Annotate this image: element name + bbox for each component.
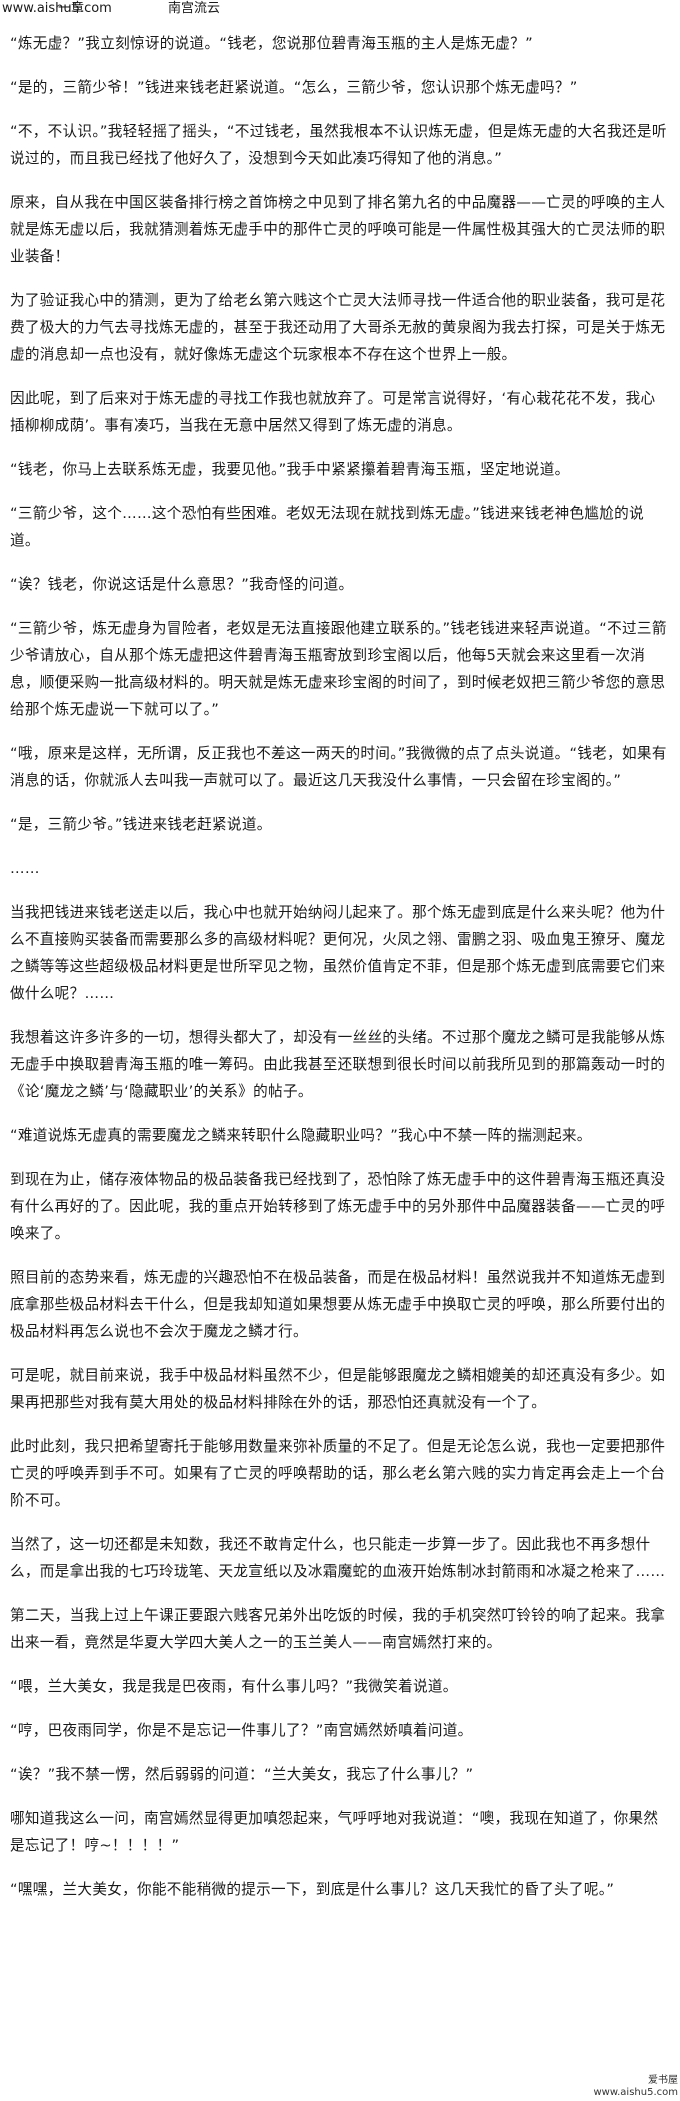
chapter-title: 一章 bbox=[58, 1, 85, 16]
paragraph: 我想着这许多许多的一切，想得头都大了，却没有一丝丝的头绪。不过那个魔龙之鳞可是我… bbox=[10, 1029, 666, 1100]
watermark-logo: 爱书屋 www.aishu5.com bbox=[594, 2075, 679, 2099]
paragraph: “哦，原来是这样，无所谓，反正我也不差这一两天的时间。”我微微的点了点头说道。“… bbox=[10, 745, 667, 789]
paragraph: 第二天，当我上过上午课正要跟六贱客兄弟外出吃饭的时候，我的手机突然叮铃铃的响了起… bbox=[10, 1607, 666, 1651]
watermark-url: www.aishu5.com bbox=[593, 2087, 679, 2098]
paragraph: “诶？钱老，你说这话是什么意思？”我奇怪的问道。 bbox=[10, 576, 354, 593]
paragraph: “三箭少爷，这个……这个恐怕有些困难。老奴无法现在就找到炼无虚。”钱进来钱老神色… bbox=[10, 505, 644, 549]
paragraph: “难道说炼无虚真的需要魔龙之鳞来转职什么隐藏职业吗？”我心中不禁一阵的揣测起来。 bbox=[10, 1127, 592, 1144]
paragraph: 原来，自从我在中国区装备排行榜之首饰榜之中见到了排名第九名的中品魔器——亡灵的呼… bbox=[10, 194, 666, 265]
paragraph: 当然了，这一切还都是未知数，我还不敢肯定什么，也只能走一步算一步了。因此我也不再… bbox=[10, 1536, 666, 1580]
paragraph: 哪知道我这么一问，南宫嫣然显得更加嗔怨起来，气呼呼地对我说道：“噢，我现在知道了… bbox=[10, 1810, 659, 1854]
paragraph: “三箭少爷，炼无虚身为冒险者，老奴是无法直接跟他建立联系的。”钱老钱进来轻声说道… bbox=[10, 620, 667, 718]
paragraph: “是的，三箭少爷！”钱进来钱老赶紧说道。“怎么，三箭少爷，您认识那个炼无虚吗？” bbox=[10, 79, 578, 96]
page-header: www.aishu5.com 一章 南宫流云 bbox=[0, 0, 680, 22]
paragraph: 可是呢，就目前来说，我手中极品材料虽然不少，但是能够跟魔龙之鳞相媲美的却还真没有… bbox=[10, 1367, 666, 1411]
site-url: www.aishu5.com bbox=[2, 1, 112, 16]
paragraph: 到现在为止，储存液体物品的极品装备我已经找到了，恐怕除了炼无虚手中的这件碧青海玉… bbox=[10, 1171, 666, 1242]
paragraph: 照目前的态势来看，炼无虚的兴趣恐怕不在极品装备，而是在极品材料！虽然说我并不知道… bbox=[10, 1269, 666, 1340]
paragraph: “喂，兰大美女，我是我是巴夜雨，有什么事儿吗？”我微笑着说道。 bbox=[10, 1678, 458, 1695]
paragraph: 为了验证我心中的猜测，更为了给老幺第六贱这个亡灵大法师寻找一件适合他的职业装备，… bbox=[10, 292, 666, 363]
paragraph: “不，不认识。”我轻轻摇了摇头，“不过钱老，虽然我根本不认识炼无虚，但是炼无虚的… bbox=[10, 123, 667, 167]
paragraph: “嘿嘿，兰大美女，你能不能稍微的提示一下，到底是什么事儿？这几天我忙的昏了头了呢… bbox=[10, 1881, 615, 1898]
paragraph: “是，三箭少爷。”钱进来钱老赶紧说道。 bbox=[10, 816, 272, 833]
paragraph: 此时此刻，我只把希望寄托于能够用数量来弥补质量的不足了。但是无论怎么说，我也一定… bbox=[10, 1438, 666, 1509]
paragraph: 因此呢，到了后来对于炼无虚的寻找工作我也就放弃了。可是常言说得好，‘有心栽花花不… bbox=[10, 390, 656, 434]
author-name: 南宫流云 bbox=[168, 1, 221, 16]
article-body: “炼无虚？”我立刻惊讶的说道。“钱老，您说那位碧青海玉瓶的主人是炼无虚？” “是… bbox=[10, 30, 670, 1903]
paragraph: “诶？”我不禁一愣，然后弱弱的问道：“兰大美女，我忘了什么事儿？” bbox=[10, 1766, 474, 1783]
scene-break: …… bbox=[10, 860, 40, 877]
watermark-brand: 爱书屋 bbox=[648, 2075, 678, 2086]
paragraph: “钱老，你马上去联系炼无虚，我要见他。”我手中紧紧攥着碧青海玉瓶，坚定地说道。 bbox=[10, 461, 570, 478]
paragraph: “炼无虚？”我立刻惊讶的说道。“钱老，您说那位碧青海玉瓶的主人是炼无虚？” bbox=[10, 35, 533, 52]
paragraph: “哼，巴夜雨同学，你是不是忘记一件事儿了？”南宫嫣然娇嗔着问道。 bbox=[10, 1722, 473, 1739]
paragraph: 当我把钱进来钱老送走以后，我心中也就开始纳闷儿起来了。那个炼无虚到底是什么来头呢… bbox=[10, 904, 666, 1002]
